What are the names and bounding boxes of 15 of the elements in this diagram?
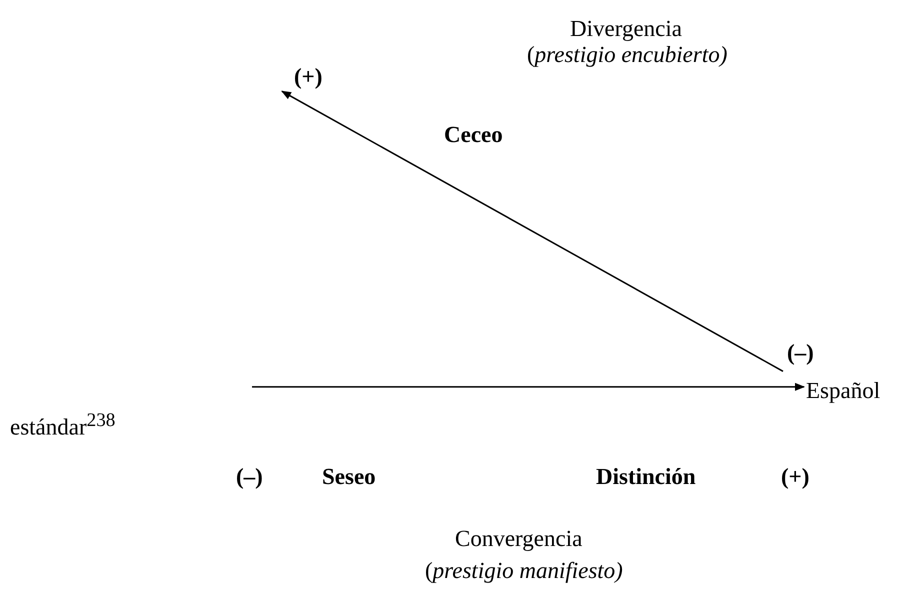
- arrow: [281, 90, 784, 372]
- minus-sign-label: (–): [236, 464, 263, 490]
- axis-title: Divergencia: [570, 16, 682, 42]
- variant-label: Seseo: [322, 464, 376, 490]
- arrow: [252, 382, 805, 391]
- caption-text: estándar$^{238}$: [10, 410, 116, 440]
- variant-label: Ceceo: [444, 122, 503, 148]
- variant-label: Distinción: [596, 464, 696, 490]
- axis-title: Convergencia: [455, 526, 582, 552]
- plus-sign-label: (+): [294, 64, 322, 90]
- axis-subtitle: (prestigio manifiesto): [425, 558, 623, 584]
- endpoint-label: Español: [806, 378, 880, 404]
- plus-sign-label: (+): [781, 464, 810, 490]
- axis-subtitle: (prestigio encubierto): [527, 42, 728, 68]
- minus-sign-label: (–): [787, 340, 814, 366]
